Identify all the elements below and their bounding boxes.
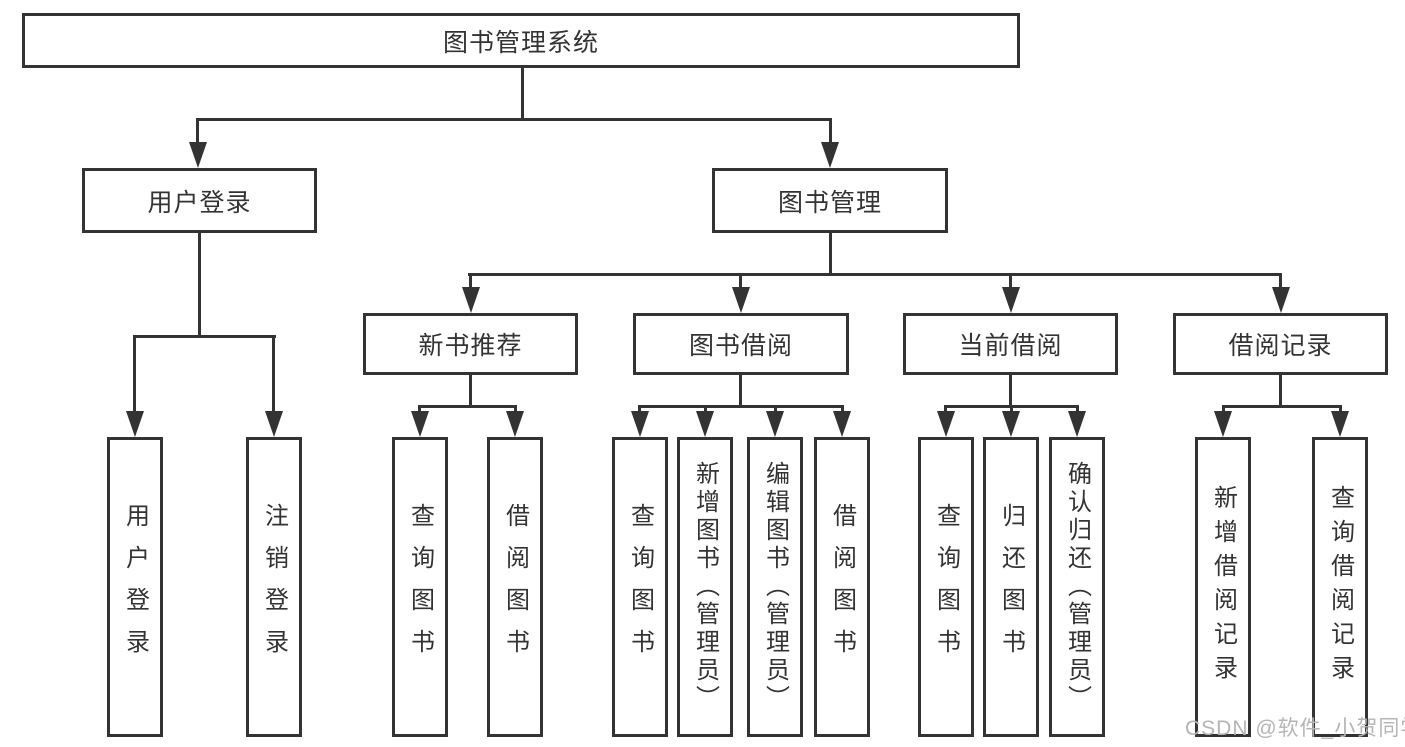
connector-to-leaf-login	[133, 335, 136, 413]
node-book-mgmt: 图书管理	[712, 168, 948, 233]
connector-new-books-stem	[469, 375, 472, 405]
leaf-logout: 注销登录	[246, 437, 302, 737]
connector-to-leaf-logout	[272, 335, 275, 413]
connector-borrow-records-stem	[1279, 375, 1282, 405]
leaf-nb-query-books: 查询图书	[392, 437, 448, 737]
node-borrow-records: 借阅记录	[1173, 313, 1388, 375]
leaf-bb-query-books: 查询图书	[612, 437, 668, 737]
connector-user-login-hline	[133, 335, 276, 338]
connector-book-borrow-stem	[739, 375, 742, 405]
connector-current-borrow-stem	[1009, 375, 1012, 405]
connector-to-br-query	[1339, 405, 1342, 413]
leaf-bb-borrow-books: 借阅图书	[814, 437, 870, 737]
connector-root-hline	[196, 118, 832, 121]
arrowhead-book-mgmt	[821, 142, 839, 168]
leaf-bb-add-books-admin: 新增图书（管理员）	[677, 437, 733, 737]
node-new-books: 新书推荐	[363, 313, 578, 375]
leaf-br-query-record: 查询借阅记录	[1312, 437, 1368, 737]
arrowhead-bb-edit	[766, 411, 784, 437]
connector-user-login-stem	[198, 233, 201, 335]
connector-to-cb-query	[944, 405, 947, 413]
arrowhead-br-add	[1214, 411, 1232, 437]
arrowhead-bb-add	[696, 411, 714, 437]
connector-to-bb-edit	[774, 405, 777, 413]
node-user-login: 用户登录	[82, 168, 317, 233]
connector-to-cb-return	[1010, 405, 1013, 413]
connector-to-bb-query	[638, 405, 641, 413]
arrowhead-borrow-records	[1272, 287, 1290, 313]
connector-new-books-hline	[418, 405, 517, 408]
connector-to-borrow-records	[1279, 273, 1282, 289]
connector-to-book-borrow	[739, 273, 742, 289]
arrowhead-leaf-logout	[265, 411, 283, 437]
connector-to-br-add	[1222, 405, 1225, 413]
arrowhead-bb-query	[631, 411, 649, 437]
arrowhead-cb-return	[1002, 411, 1020, 437]
leaf-user-login: 用户登录	[107, 437, 163, 737]
connector-borrow-records-hline	[1222, 405, 1342, 408]
arrowhead-book-borrow	[732, 287, 750, 313]
leaf-bb-edit-books-admin: 编辑图书（管理员）	[747, 437, 803, 737]
arrowhead-nb-borrow	[506, 411, 524, 437]
leaf-cb-confirm-return-admin: 确认归还（管理员）	[1049, 437, 1105, 737]
arrowhead-cb-confirm	[1068, 411, 1086, 437]
node-current-borrow: 当前借阅	[903, 313, 1118, 375]
connector-to-current-borrow	[1009, 273, 1012, 289]
arrowhead-cb-query	[937, 411, 955, 437]
leaf-cb-query-books: 查询图书	[918, 437, 974, 737]
arrowhead-user-login	[189, 142, 207, 168]
arrowhead-nb-query	[411, 411, 429, 437]
node-book-borrow: 图书借阅	[633, 313, 849, 375]
connector-to-book-mgmt	[829, 118, 832, 146]
leaf-nb-borrow-books: 借阅图书	[487, 437, 543, 737]
connector-to-user-login	[196, 118, 199, 146]
connector-to-bb-borrow	[841, 405, 844, 413]
connector-to-cb-confirm	[1076, 405, 1079, 413]
arrowhead-current-borrow	[1002, 287, 1020, 313]
connector-book-borrow-hline	[638, 405, 844, 408]
leaf-br-add-record: 新增借阅记录	[1195, 437, 1251, 737]
arrowhead-new-books	[462, 287, 480, 313]
connector-book-mgmt-hline	[468, 273, 1282, 276]
connector-root-stem	[521, 68, 524, 118]
connector-to-new-books	[469, 273, 472, 289]
connector-to-nb-borrow	[514, 405, 517, 413]
connector-book-mgmt-stem	[829, 233, 832, 273]
connector-to-bb-add	[704, 405, 707, 413]
arrowhead-leaf-login	[126, 411, 144, 437]
csdn-watermark: CSDN @软件_小贺同学	[1185, 717, 1405, 740]
arrowhead-br-query	[1331, 411, 1349, 437]
leaf-cb-return-books: 归还图书	[983, 437, 1039, 737]
node-root-library-system: 图书管理系统	[22, 13, 1020, 68]
arrowhead-bb-borrow	[833, 411, 851, 437]
connector-to-nb-query	[418, 405, 421, 413]
